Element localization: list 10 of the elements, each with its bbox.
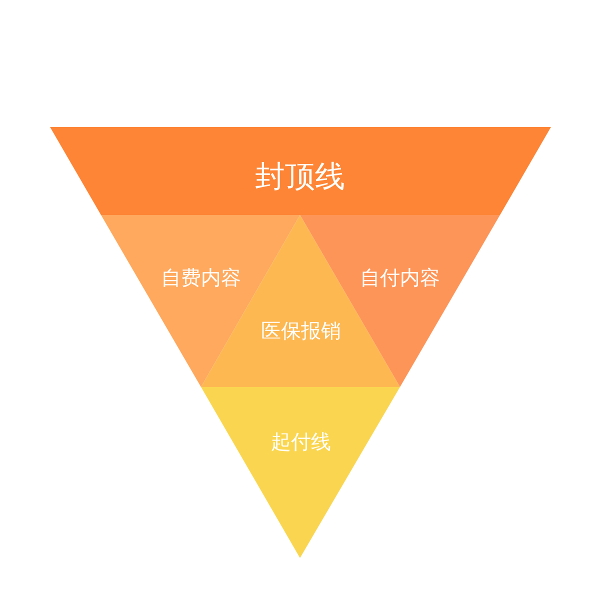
segment-label: 自付内容 <box>360 264 440 292</box>
triangle-segment <box>101 215 300 387</box>
segment-label: 医保报销 <box>261 318 341 344</box>
triangle-segment <box>300 215 500 387</box>
triangle-segment <box>201 387 400 558</box>
segment-label: 起付线 <box>271 428 331 456</box>
segment-label: 封顶线 <box>255 158 345 196</box>
triangle-segment <box>50 127 551 215</box>
triangle-segment <box>201 215 400 387</box>
segment-label: 自费内容 <box>161 264 241 292</box>
